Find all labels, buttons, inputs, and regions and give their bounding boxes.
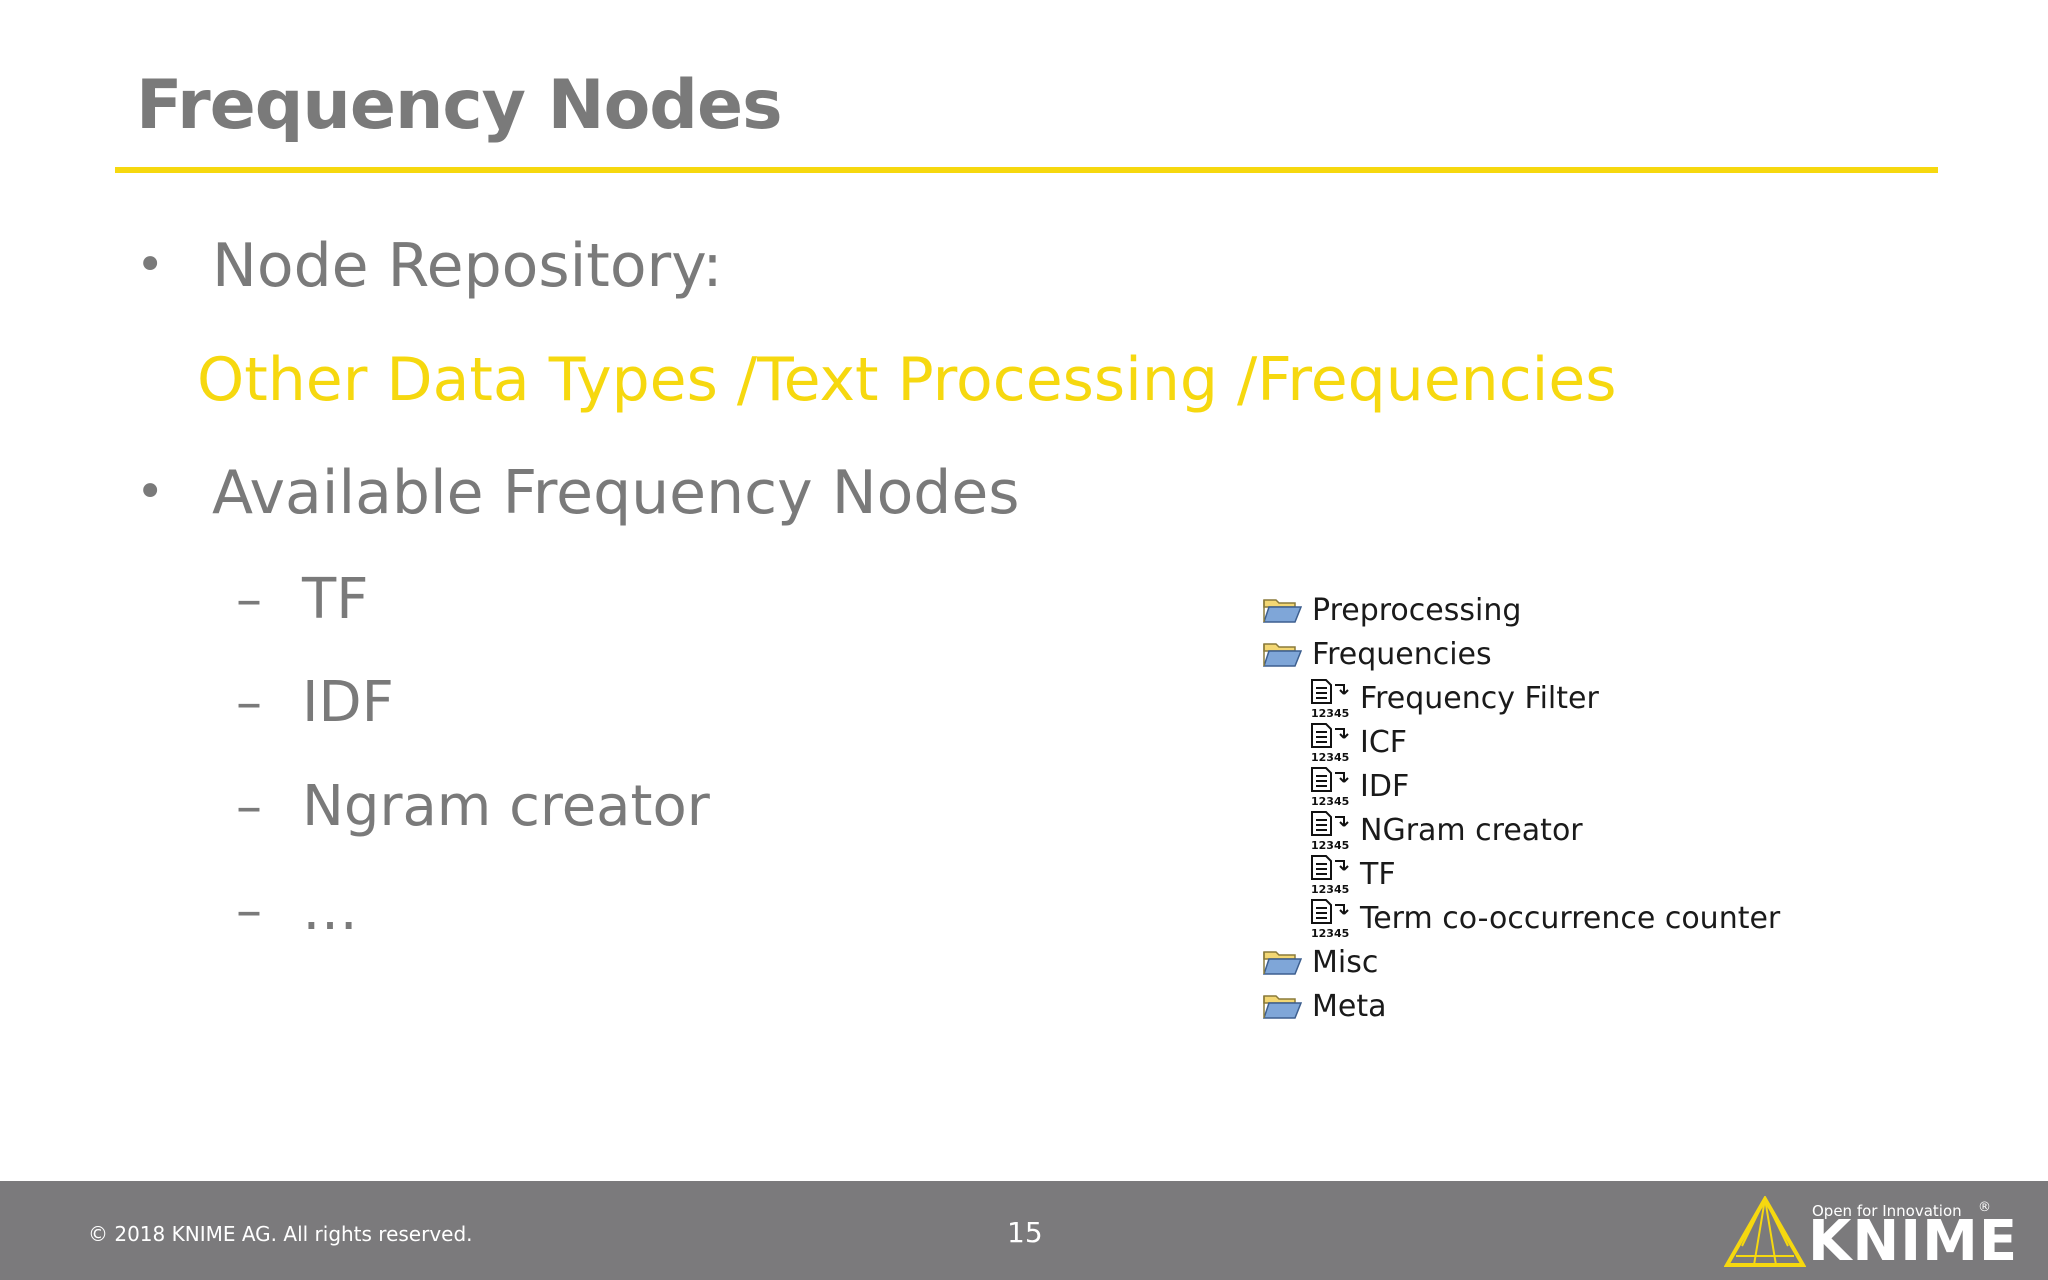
copyright-text: © 2018 KNIME AG. All rights reserved.: [88, 1222, 473, 1246]
sub-item-idf: IDF: [302, 670, 394, 735]
node-icon-digits: 12345: [1311, 839, 1349, 851]
sub-item-marker: –: [236, 570, 262, 630]
folder-open-icon: [1262, 995, 1302, 1019]
tree-node-ngram-creator[interactable]: 12345 NGram creator: [1308, 810, 1583, 851]
tree-label: Misc: [1312, 944, 1379, 980]
text-node-icon: 12345: [1311, 899, 1349, 939]
tree-label: ICF: [1360, 724, 1408, 760]
tree-folder-frequencies[interactable]: Frequencies: [1262, 634, 1492, 674]
text-node-icon: 12345: [1311, 679, 1349, 719]
logo-tagline: Open for Innovation: [1812, 1202, 1962, 1220]
node-icon-digits: 12345: [1311, 751, 1349, 763]
tree-label: IDF: [1360, 768, 1410, 804]
sub-item-ngram: Ngram creator: [302, 774, 710, 839]
tree-label: Preprocessing: [1312, 592, 1522, 628]
knime-logo-icon: [1724, 1196, 1806, 1267]
node-icon-digits: 12345: [1311, 883, 1349, 895]
bullet-node-repository: Node Repository:: [212, 231, 723, 301]
title-underline: [115, 167, 1938, 173]
tree-label: Frequencies: [1312, 636, 1492, 672]
text-node-icon: 12345: [1311, 723, 1349, 763]
text-node-icon: 12345: [1311, 855, 1349, 895]
registered-mark: ®: [1978, 1200, 1991, 1215]
tree-node-idf[interactable]: 12345 IDF: [1308, 766, 1410, 807]
folder-open-icon: [1262, 951, 1302, 975]
tree-label: TF: [1360, 856, 1396, 892]
node-icon-digits: 12345: [1311, 795, 1349, 807]
folder-open-icon: [1262, 599, 1302, 623]
folder-open-icon: [1262, 643, 1302, 667]
slide-title: Frequency Nodes: [136, 66, 783, 145]
footer-bar: [0, 1181, 2048, 1280]
sub-item-ellipsis: …: [302, 878, 358, 943]
tree-folder-misc[interactable]: Misc: [1262, 942, 1378, 982]
tree-node-term-cooccurrence[interactable]: 12345 Term co-occurrence counter: [1308, 898, 1781, 939]
repository-path: Other Data Types /Text Processing /Frequ…: [197, 345, 1617, 415]
tree-label: Meta: [1312, 988, 1387, 1024]
text-node-icon: 12345: [1311, 811, 1349, 851]
node-icon-digits: 12345: [1311, 707, 1349, 719]
sub-item-marker: –: [236, 673, 262, 733]
bullet-available-nodes: Available Frequency Nodes: [212, 458, 1020, 528]
node-icon-digits: 12345: [1311, 927, 1349, 939]
page-number: 15: [1007, 1216, 1043, 1249]
text-node-icon: 12345: [1311, 767, 1349, 807]
tree-folder-meta[interactable]: Meta: [1262, 986, 1387, 1026]
sub-item-marker: –: [236, 777, 262, 837]
bullet-marker: •: [136, 464, 165, 520]
tree-label: Term co-occurrence counter: [1360, 900, 1781, 936]
tree-node-tf[interactable]: 12345 TF: [1308, 854, 1396, 895]
tree-label: NGram creator: [1360, 812, 1583, 848]
tree-node-frequency-filter[interactable]: 12345 Frequency Filter: [1308, 678, 1599, 719]
knime-wordmark: KNIME: [1808, 1209, 2019, 1274]
sub-item-tf: TF: [302, 567, 369, 632]
tree-label: Frequency Filter: [1360, 680, 1599, 716]
tree-node-icf[interactable]: 12345 ICF: [1308, 722, 1408, 763]
tree-folder-preprocessing[interactable]: Preprocessing: [1262, 590, 1521, 630]
sub-item-marker: –: [236, 881, 262, 941]
bullet-marker: •: [136, 237, 165, 293]
